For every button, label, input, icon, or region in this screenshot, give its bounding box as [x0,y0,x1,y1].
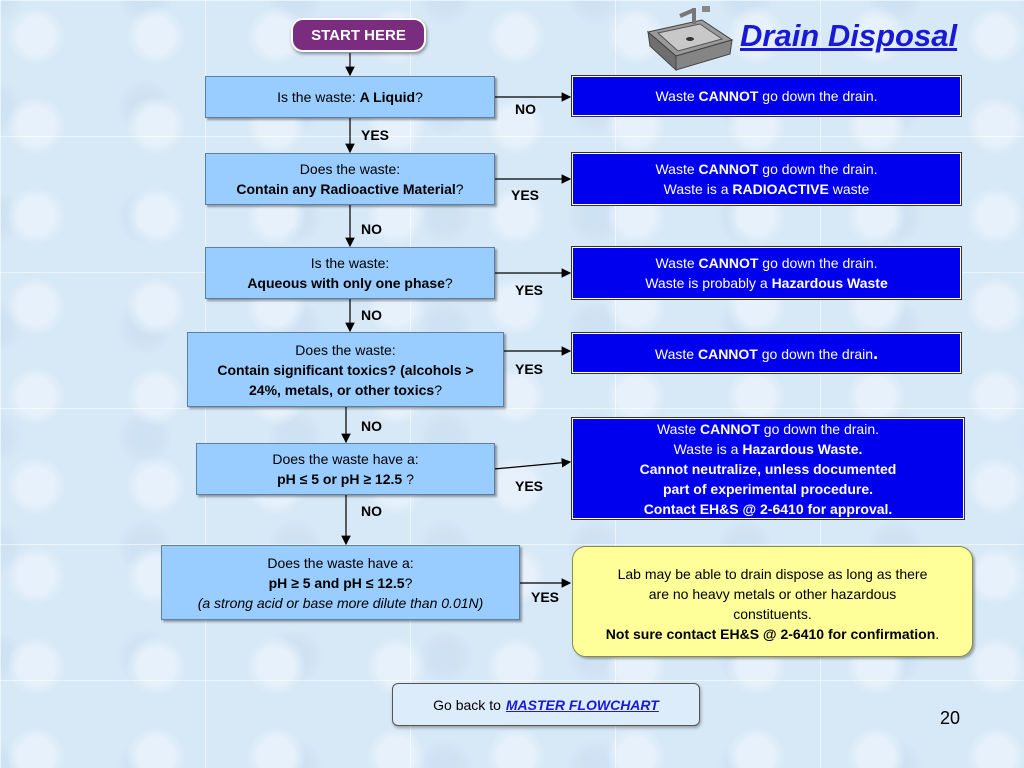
drain-dispose-note: Lab may be able to drain dispose as long… [572,546,973,657]
master-flowchart-link[interactable]: MASTER FLOWCHART [505,696,659,713]
label-no-4: NO [361,418,382,434]
answer-toxics: Waste CANNOT go down the drain. [571,332,962,374]
label-yes-3: YES [515,282,544,298]
sink-icon [640,2,735,74]
label-no-1: NO [515,101,536,117]
question-ph-moderate: Does the waste have a: pH ≥ 5 and pH ≤ 1… [161,545,520,620]
answer-hazardous: Waste CANNOT go down the drain. Waste is… [571,246,962,300]
label-no-2: NO [361,221,382,237]
answer-radioactive: Waste CANNOT go down the drain. Waste is… [571,152,962,206]
question-liquid: Is the waste: A Liquid? [205,76,495,118]
answer-ph-extreme: Waste CANNOT go down the drain. Waste is… [571,417,965,520]
question-toxics: Does the waste: Contain significant toxi… [187,332,504,407]
label-no-3: NO [361,307,382,323]
answer-not-liquid: Waste CANNOT go down the drain. [571,75,962,117]
page-number: 20 [940,708,961,728]
back-to-master-button[interactable]: Go back to MASTER FLOWCHART [392,683,700,726]
label-yes-5: YES [515,478,544,494]
label-no-5: NO [361,503,382,519]
label-yes-1: YES [361,127,390,143]
back-button-text: Go back to [433,696,501,713]
start-here-badge: START HERE [291,18,426,52]
question-aqueous: Is the waste: Aqueous with only one phas… [205,247,495,299]
page-title: Drain Disposal [740,18,958,53]
arrow-q5-to-a5 [493,457,572,470]
label-yes-6: YES [531,589,560,605]
question-ph-extreme: Does the waste have a: pH ≤ 5 or pH ≥ 12… [196,443,495,495]
question-radioactive: Does the waste: Contain any Radioactive … [205,153,495,205]
label-yes-2: YES [511,187,540,203]
label-yes-4: YES [515,361,544,377]
